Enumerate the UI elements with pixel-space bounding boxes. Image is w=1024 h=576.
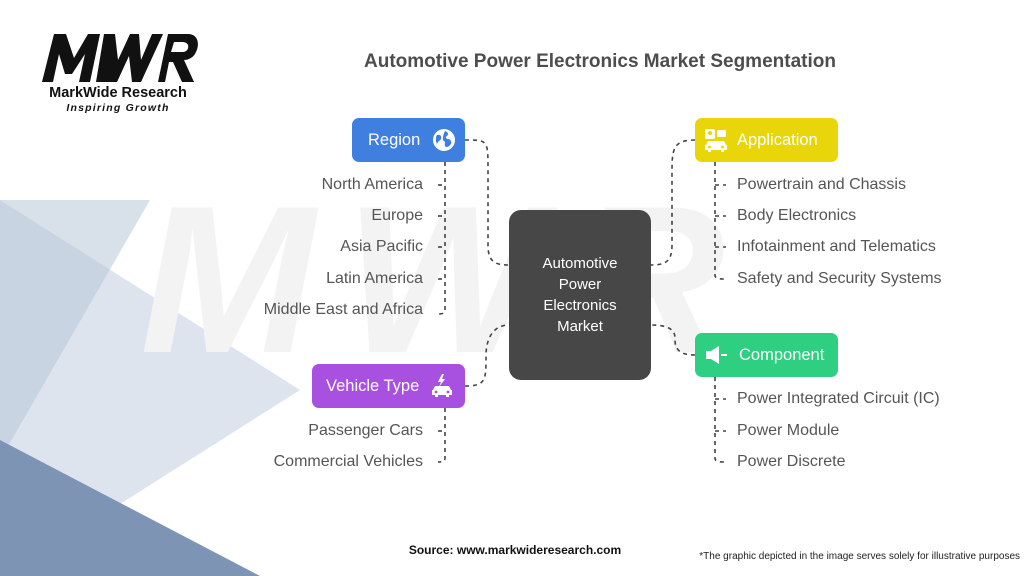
- segment-vehicle-type-label: Vehicle Type: [326, 376, 420, 395]
- connector-region: [464, 139, 510, 266]
- car-charging-icon: [429, 373, 455, 399]
- brand-name: MarkWide Research: [49, 85, 187, 101]
- brand-logo: MarkWide Research Inspiring Growth: [38, 28, 198, 118]
- list-item: Asia Pacific: [340, 238, 423, 255]
- segment-vehicle-type: Vehicle Type: [312, 364, 465, 408]
- segment-application: Application: [695, 118, 838, 162]
- list-item: Body Electronics: [737, 207, 857, 224]
- segment-component-label: Component: [739, 345, 825, 364]
- connector-component: [650, 324, 696, 356]
- brand-tagline: Inspiring Growth: [66, 102, 170, 114]
- list-item: Infotainment and Telematics: [737, 238, 936, 255]
- bracket-application: [714, 162, 727, 280]
- list-item: Power Module: [737, 422, 840, 439]
- page-title: Automotive Power Electronics Market Segm…: [364, 51, 836, 72]
- source-note: Source: www.markwideresearch.com: [408, 543, 622, 557]
- mwr-logo-icon: [42, 34, 198, 82]
- speaker-icon: [703, 342, 729, 368]
- list-item: Power Integrated Circuit (IC): [737, 390, 940, 407]
- list-item: Safety and Security Systems: [737, 270, 942, 287]
- connector-vehicle-type: [464, 324, 510, 387]
- list-item: Powertrain and Chassis: [737, 176, 906, 193]
- car-service-icon: [703, 127, 729, 153]
- list-item: Middle East and Africa: [263, 301, 423, 318]
- center-label: Automotive Power Electronics Market: [542, 255, 618, 335]
- list-item: North America: [321, 176, 423, 193]
- list-item: Latin America: [326, 270, 423, 287]
- background-shape-dark: [0, 440, 260, 576]
- bracket-vehicle-type: [437, 408, 446, 463]
- background-shape-mid: [0, 200, 150, 460]
- list-item: Power Discrete: [737, 453, 846, 470]
- segment-region-label: Region: [368, 130, 421, 149]
- connector-application: [650, 139, 696, 266]
- segment-application-label: Application: [737, 130, 818, 149]
- bracket-component: [714, 377, 727, 463]
- list-item: Commercial Vehicles: [273, 453, 423, 470]
- segment-region: Region: [352, 118, 465, 162]
- list-item: Europe: [371, 207, 423, 224]
- disclaimer-note: *The graphic depicted in the image serve…: [699, 551, 1020, 562]
- center-node: Automotive Power Electronics Market: [509, 210, 651, 380]
- list-item: Passenger Cars: [308, 422, 423, 439]
- segment-component: Component: [695, 333, 838, 377]
- globe-icon: [431, 127, 457, 153]
